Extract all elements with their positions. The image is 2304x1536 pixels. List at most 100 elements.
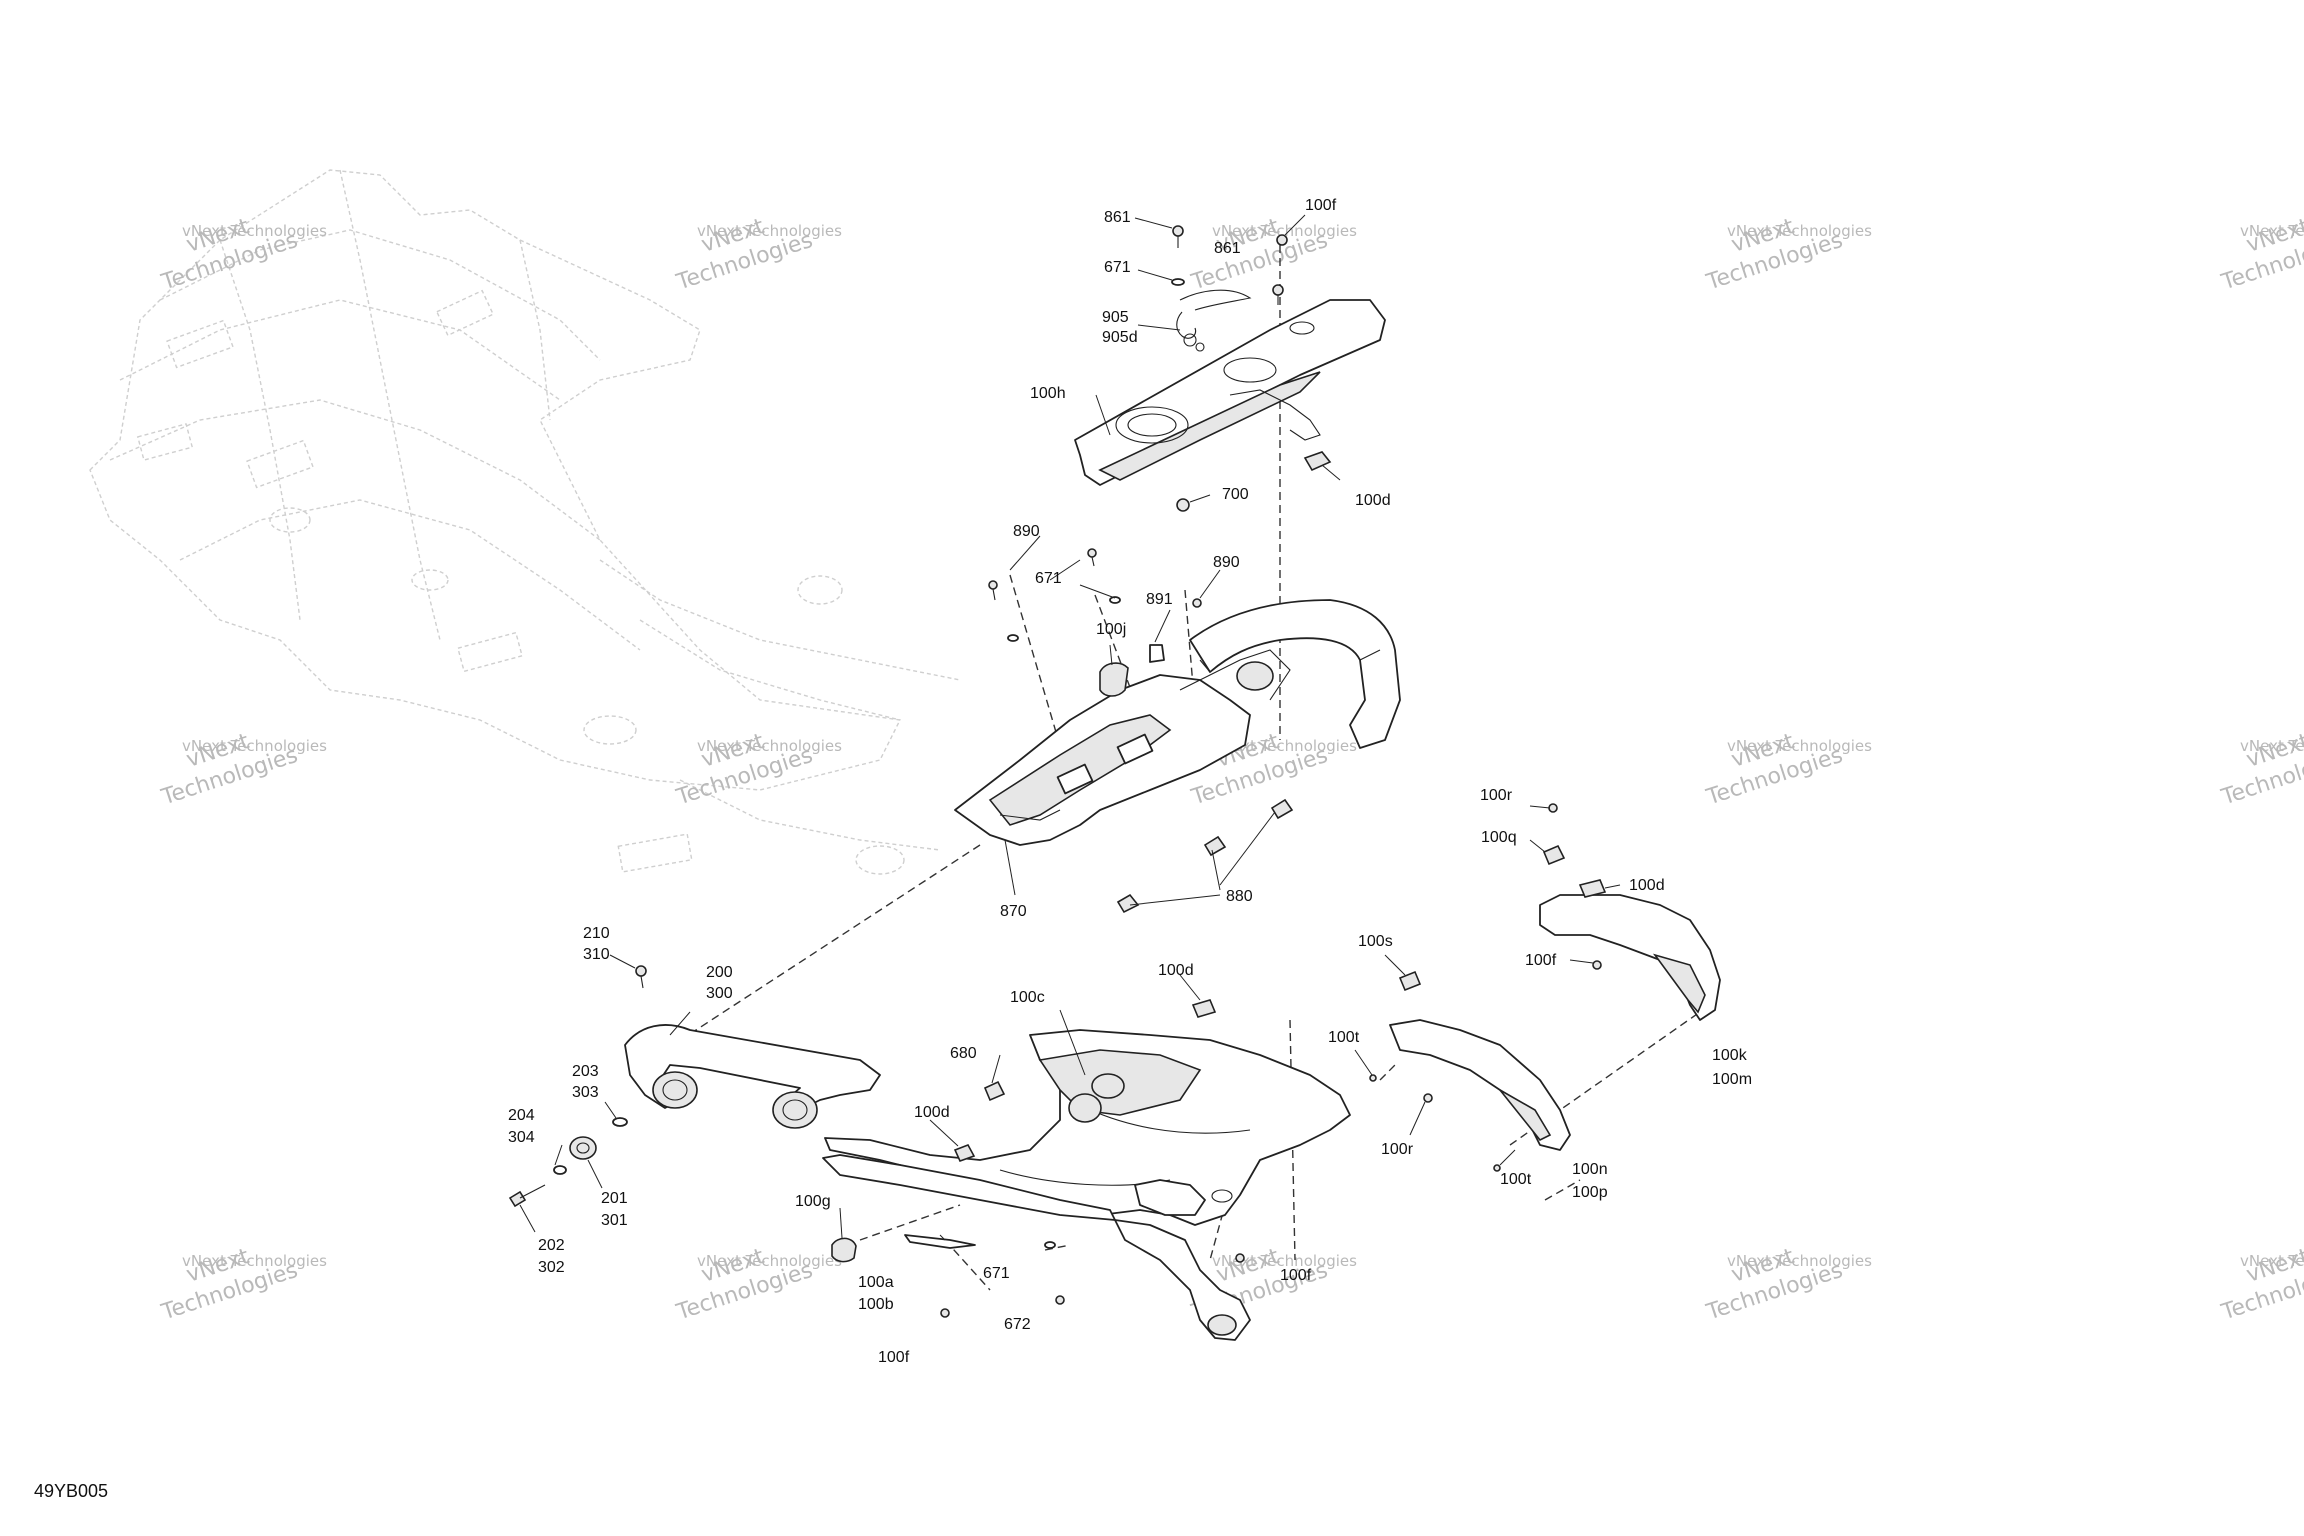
callout-310: 310 xyxy=(583,946,610,963)
callout-700: 700 xyxy=(1222,486,1249,503)
screw-861-a xyxy=(1172,225,1184,248)
background-vehicle-frame xyxy=(89,169,961,875)
callout-905d: 905d xyxy=(1102,329,1138,346)
callout-100c: 100c xyxy=(1010,989,1045,1006)
screw-672 xyxy=(1055,1295,1065,1305)
callout-100a: 100a xyxy=(858,1274,894,1291)
washer-671-low xyxy=(1044,1241,1056,1249)
callout-870: 870 xyxy=(1000,903,1027,920)
callout-100d: 100d xyxy=(1355,492,1391,509)
callout-100t: 100t xyxy=(1328,1029,1360,1046)
watermark: vNext Technologies xyxy=(158,214,301,296)
watermark: vNext Technologies xyxy=(1703,214,1846,296)
strip-100a xyxy=(904,1234,976,1249)
callout-100d: 100d xyxy=(1629,877,1665,894)
washer-671-top xyxy=(1171,278,1185,286)
screw-100f-top xyxy=(1276,234,1288,246)
callout-303: 303 xyxy=(572,1084,599,1101)
svg-text:vNext Technologies: vNext Technologies xyxy=(697,737,842,755)
callout-100q: 100q xyxy=(1481,829,1517,846)
clip-100t-a xyxy=(1369,1074,1377,1082)
svg-text:vNext Technologies: vNext Technologies xyxy=(697,222,842,240)
watermark: vNext Technologies xyxy=(158,1244,301,1326)
panel-100h xyxy=(1074,299,1386,486)
svg-text:vNext Technologies: vNext Technologies xyxy=(182,222,327,240)
callout-204: 204 xyxy=(508,1107,535,1124)
callout-302: 302 xyxy=(538,1259,565,1276)
leader-lines xyxy=(519,214,1621,1241)
watermark: vNext Technologies xyxy=(158,729,301,811)
panel-100n xyxy=(1389,1019,1571,1151)
bumper-100g xyxy=(831,1237,857,1263)
watermark: vNext Technologies xyxy=(2218,729,2304,811)
callout-890: 890 xyxy=(1013,523,1040,540)
callout-100f: 100f xyxy=(878,1349,910,1366)
callout-680: 680 xyxy=(950,1045,977,1062)
washer-671-mid-b xyxy=(1109,596,1121,604)
callout-100f: 100f xyxy=(1525,952,1557,969)
footrest-bracket xyxy=(1114,1219,1251,1341)
clip-100d-right xyxy=(1578,879,1607,898)
svg-text:vNext Technologies: vNext Technologies xyxy=(2240,222,2304,240)
callout-671: 671 xyxy=(1035,570,1062,587)
washer-671-mid-a xyxy=(1007,634,1019,642)
callout-300: 300 xyxy=(706,985,733,1002)
clip-680 xyxy=(983,1080,1006,1102)
callout-671: 671 xyxy=(983,1265,1010,1282)
clip-100q xyxy=(1542,844,1566,866)
clip-100s xyxy=(1398,970,1422,992)
callout-100k: 100k xyxy=(1712,1047,1748,1064)
callout-100d: 100d xyxy=(914,1104,950,1121)
washer-203 xyxy=(612,1117,628,1127)
callout-100m: 100m xyxy=(1712,1071,1752,1088)
callout-210: 210 xyxy=(583,925,610,942)
svg-text:vNext Technologies: vNext Technologies xyxy=(1727,737,1872,755)
watermark: vNext Technologies xyxy=(673,214,816,296)
watermark: vNext Technologies xyxy=(673,1244,816,1326)
svg-text:vNext Technologies: vNext Technologies xyxy=(1727,1252,1872,1270)
callout-100h: 100h xyxy=(1030,385,1066,402)
callout-201: 201 xyxy=(601,1190,628,1207)
callout-891: 891 xyxy=(1146,591,1173,608)
callout-890: 890 xyxy=(1213,554,1240,571)
screw-861-b xyxy=(1272,284,1284,305)
svg-text:vNext Technologies: vNext Technologies xyxy=(2240,1252,2304,1270)
screw-100r-low xyxy=(1423,1093,1433,1103)
nut-700 xyxy=(1176,498,1190,512)
callout-905: 905 xyxy=(1102,309,1129,326)
callout-100f: 100f xyxy=(1280,1267,1312,1284)
callout-100f: 100f xyxy=(1305,197,1337,214)
screw-890-b xyxy=(1087,548,1097,567)
bolt-202 xyxy=(508,1184,546,1208)
callout-671: 671 xyxy=(1104,259,1131,276)
callout-100j: 100j xyxy=(1096,621,1126,638)
watermark: vNext Technologies xyxy=(1703,1244,1846,1326)
callout-301: 301 xyxy=(601,1212,628,1229)
watermark: vNext Technologies xyxy=(2218,214,2304,296)
screw-890-a xyxy=(988,580,998,601)
clip-891 xyxy=(1149,644,1165,663)
svg-text:vNext Technologies: vNext Technologies xyxy=(1727,222,1872,240)
callout-861: 861 xyxy=(1214,240,1241,257)
watermark: vNext Technologies xyxy=(2218,1244,2304,1326)
washer-204 xyxy=(553,1165,567,1175)
screw-100f-bottom xyxy=(1235,1253,1245,1263)
watermark: vNext Technologies xyxy=(673,729,816,811)
bushing-201 xyxy=(569,1136,597,1160)
screw-890-c xyxy=(1192,598,1202,608)
screw-100f-low xyxy=(940,1308,950,1318)
watermark: vNext Technologies xyxy=(1188,214,1331,296)
callout-labels: 861 100f 861 671 905 905d 100h 700 100d … xyxy=(508,197,1752,1366)
callout-880: 880 xyxy=(1226,888,1253,905)
screw-100r-right xyxy=(1548,803,1558,813)
callout-100r: 100r xyxy=(1381,1141,1414,1158)
svg-text:vNext Technologies: vNext Technologies xyxy=(182,737,327,755)
clip-100d-low xyxy=(953,1144,976,1163)
cable-905 xyxy=(1176,289,1252,339)
side-panel-long xyxy=(822,1154,1116,1221)
clip-880-c xyxy=(1116,893,1140,914)
callout-202: 202 xyxy=(538,1237,565,1254)
callout-100t: 100t xyxy=(1500,1171,1532,1188)
callout-100r: 100r xyxy=(1480,787,1513,804)
